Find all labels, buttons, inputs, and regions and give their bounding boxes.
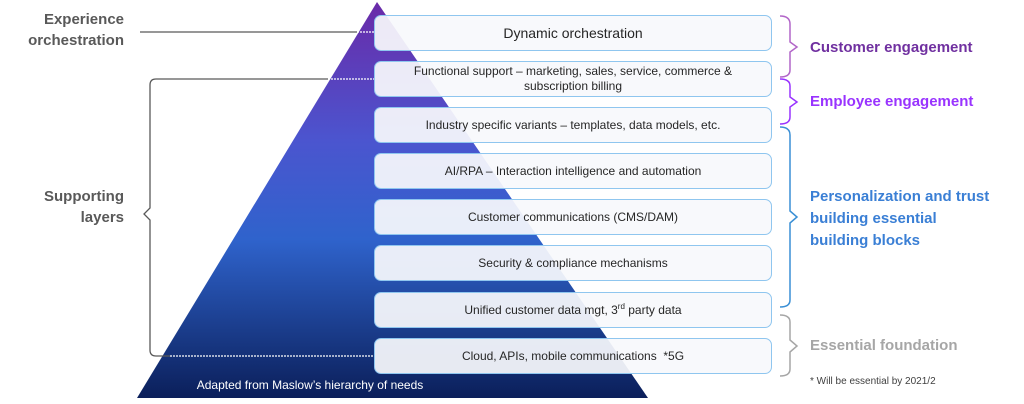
layer-security-compliance: Security & compliance mechanisms — [374, 245, 772, 281]
layer-label-pre: Unified customer data mgt, 3 — [464, 302, 618, 317]
employee-engagement-brace — [779, 78, 799, 125]
layer-customer-communications: Customer communications (CMS/DAM) — [374, 199, 772, 235]
personalization-brace — [779, 126, 799, 308]
footnote: * Will be essential by 2021/2 — [810, 376, 936, 387]
label-line: Experience — [43, 11, 124, 28]
layer-industry-variants: Industry specific variants – templates, … — [374, 107, 772, 143]
layer-label: AI/RPA – Interaction intelligence and au… — [444, 163, 702, 178]
label-line: orchestration — [28, 32, 124, 49]
experience-orchestration-label: Experience orchestration — [28, 9, 124, 51]
layer-label: Cloud, APIs, mobile communications *5G — [461, 348, 685, 363]
supporting-layers-label: Supporting layers — [44, 186, 124, 228]
label-line: Supporting — [44, 188, 124, 205]
layer-label: Unified customer data mgt, 3rd party dat… — [464, 301, 682, 318]
employee-engagement-label: Employee engagement — [810, 93, 974, 110]
layer-functional-support: Functional support – marketing, sales, s… — [374, 61, 772, 97]
layer-ai-rpa: AI/RPA – Interaction intelligence and au… — [374, 153, 772, 189]
layer-label: Dynamic orchestration — [503, 24, 643, 41]
label-line: Personalization and trust — [810, 188, 990, 205]
layer-label: Customer communications (CMS/DAM) — [467, 209, 679, 224]
layer-label-post: party data — [624, 302, 682, 317]
label-line: building blocks — [810, 232, 921, 249]
essential-foundation-label: Essential foundation — [810, 337, 958, 354]
supporting-layers-bracket — [143, 78, 328, 357]
customer-engagement-brace — [779, 15, 799, 78]
label-line: layers — [80, 209, 124, 226]
layer-cloud-apis: Cloud, APIs, mobile communications *5G — [374, 338, 772, 374]
personalization-label: Personalization and trust building essen… — [810, 186, 989, 252]
layer-label: Functional support – marketing, sales, s… — [413, 64, 733, 93]
layer-label: Security & compliance mechanisms — [478, 255, 668, 270]
layer-label-sup: rd — [617, 301, 625, 311]
layer-unified-customer-data: Unified customer data mgt, 3rd party dat… — [374, 292, 772, 328]
essential-foundation-brace — [779, 314, 799, 377]
pyramid-caption: Adapted from Maslow’s hierarchy of needs — [196, 378, 424, 392]
layer-dynamic-orchestration: Dynamic orchestration — [374, 15, 772, 51]
label-line: building essential — [810, 210, 937, 227]
layer-label: Industry specific variants – templates, … — [425, 117, 721, 132]
customer-engagement-label: Customer engagement — [810, 39, 973, 56]
